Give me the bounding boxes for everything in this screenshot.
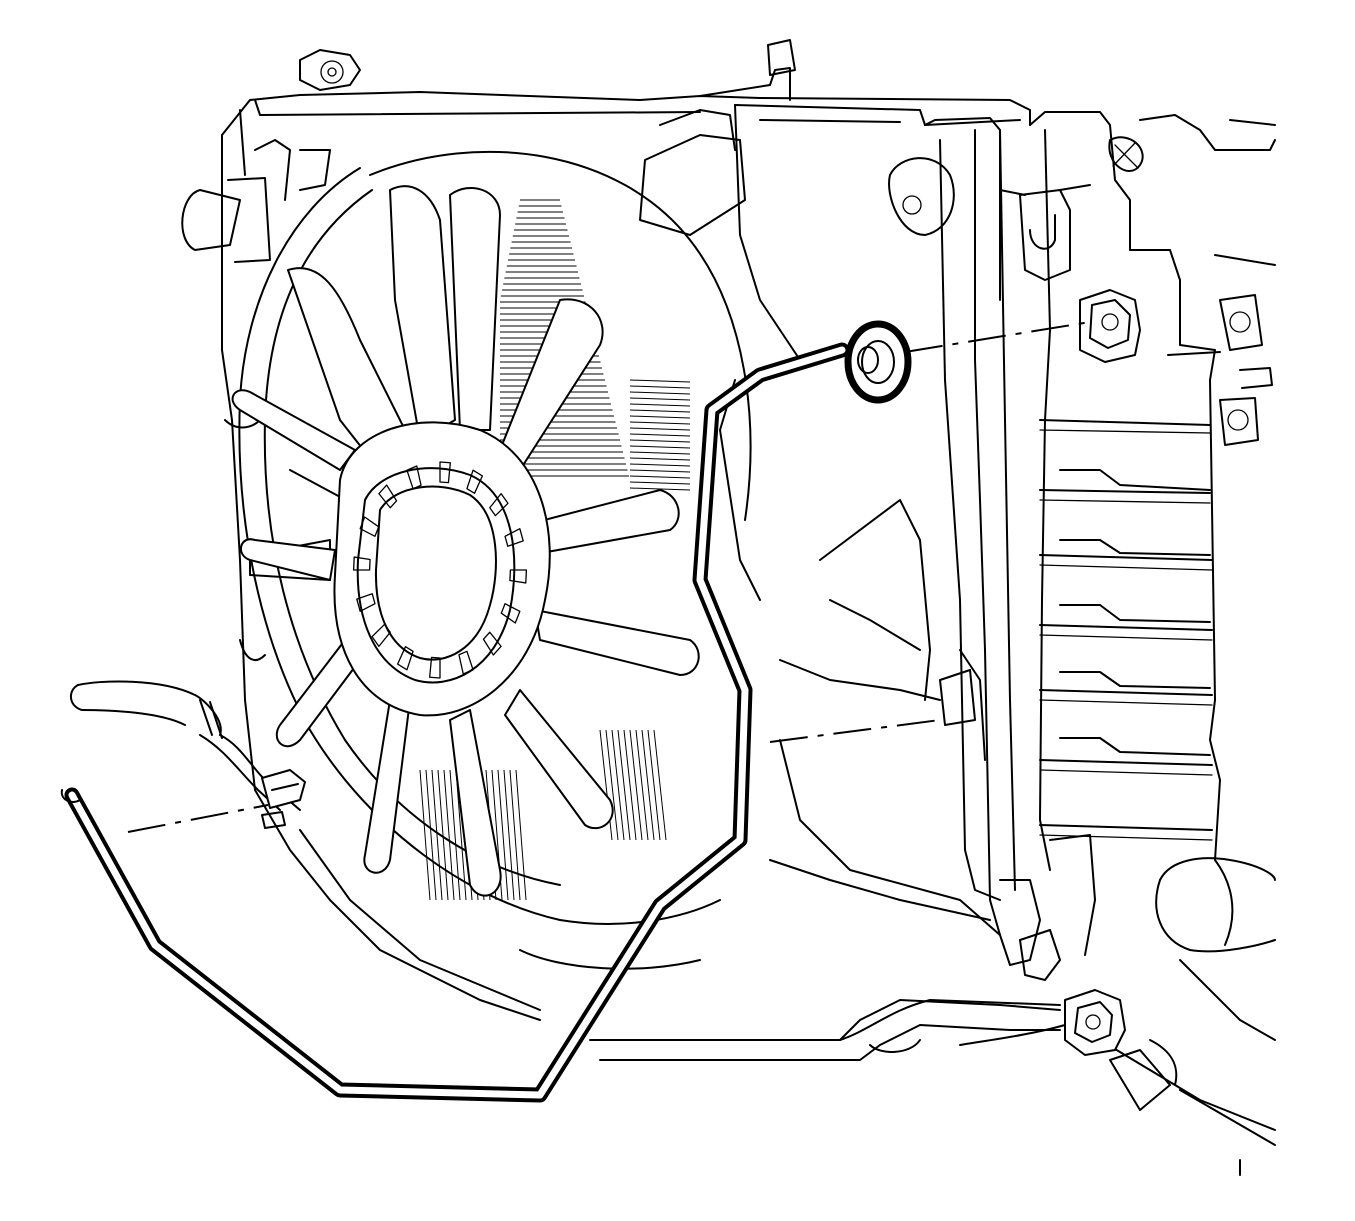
radiator-side-tank (924, 111, 1276, 936)
coolant-hose-right (839, 999, 1066, 1046)
radiator-fin-line (605, 729, 619, 841)
radiator-fin-line (431, 769, 443, 901)
radiator-fin-line (629, 415, 691, 419)
lower-frame (254, 499, 1276, 1176)
radiator-fin-line (419, 769, 431, 901)
hub-rib (466, 469, 484, 494)
radiator-fin-line (629, 409, 691, 413)
radiator-fin-line (629, 397, 691, 401)
hub-rib (504, 528, 524, 547)
radiator-fin-line (629, 433, 691, 437)
radiator-fin-line (611, 729, 625, 841)
radiator-fin-line (443, 769, 455, 901)
hose-lower-left (70, 680, 301, 811)
fitting-lower (1064, 989, 1126, 1056)
highlighted-transmission-cooler-line (60, 342, 850, 1103)
hub-rib (356, 593, 376, 612)
radiator-fin-line (629, 379, 691, 383)
alignment-lines (127, 321, 1091, 833)
radiator-fin-line (617, 729, 631, 841)
hub-rib (458, 650, 474, 675)
hub-rib (489, 492, 509, 517)
hub-rib (396, 646, 414, 671)
radiator-fin-line (437, 769, 449, 901)
hub-rib (482, 631, 502, 656)
radiator-fin-line (629, 445, 691, 449)
radiator-fin-line (455, 769, 467, 901)
hub-rib (378, 484, 398, 509)
hub-rib (500, 603, 521, 624)
fitting-upper (1079, 289, 1141, 363)
radiator-fin-line (503, 769, 515, 901)
hub-rib (429, 656, 441, 679)
radiator-frame (181, 39, 1031, 791)
radiator-fin-line (635, 729, 649, 841)
radiator-fin-line (629, 451, 691, 455)
radiator-fin-line (629, 427, 691, 431)
radiator-fin-line (509, 769, 521, 901)
radiator-fin-line (629, 439, 691, 443)
radiator-fin-line (653, 729, 667, 841)
radiator-fin-line (515, 769, 527, 901)
radiator-fin-line (623, 729, 637, 841)
radiator-fin-line (449, 769, 461, 901)
cooler-line-fitting-ring (844, 320, 912, 404)
radiator-fin-line (629, 403, 691, 407)
radiator-fin-line (647, 729, 661, 841)
hub-rib (371, 623, 391, 648)
radiator-fin-line (629, 385, 691, 389)
radiator-fin-line (629, 481, 691, 485)
radiator-fin-line (641, 729, 655, 841)
radiator-fin-line (629, 421, 691, 425)
radiator-fin-line (629, 475, 691, 479)
radiator-fin-line (629, 457, 691, 461)
radiator-fin-line (497, 769, 509, 901)
cooling-fan-shroud (224, 150, 752, 970)
retaining-clip (261, 769, 306, 829)
radiator-fin-line (629, 463, 691, 467)
radiator-fin-line (629, 729, 643, 841)
radiator-fin-line (629, 469, 691, 473)
fan-hub (333, 421, 551, 717)
radiator-fin-line (425, 769, 437, 901)
hub-rib (352, 556, 371, 571)
hub-rib (359, 516, 380, 537)
hub-rib (439, 461, 451, 484)
hub-rib (509, 569, 528, 584)
radiator-fin-line (629, 391, 691, 395)
hub-rib (406, 465, 422, 490)
